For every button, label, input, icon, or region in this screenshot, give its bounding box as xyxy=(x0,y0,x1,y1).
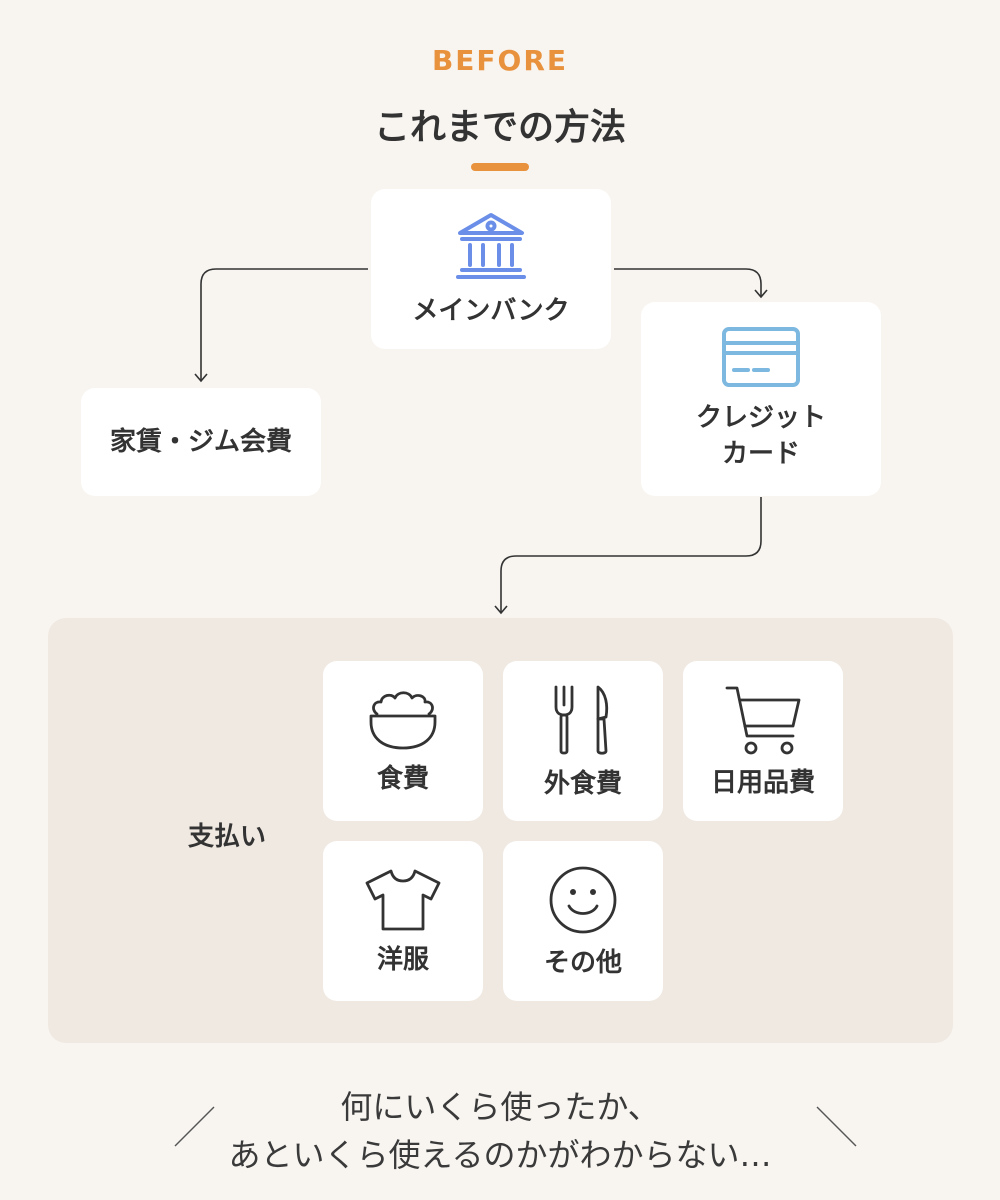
rice-bowl-icon xyxy=(369,691,437,750)
payments-label: 支払い xyxy=(188,822,267,852)
payment-item-label: 食費 xyxy=(376,764,429,794)
footer-line-2: あといくら使えるのかがわからない… xyxy=(228,1136,772,1174)
credit-card-label-line1: クレジット xyxy=(695,403,826,433)
payment-item-dining-out: 外食費 xyxy=(503,661,663,821)
connector-bank-to-credit xyxy=(614,268,762,296)
connector-bank-to-rent xyxy=(200,268,368,380)
credit-card-icon xyxy=(722,327,800,387)
title-underline xyxy=(471,163,529,171)
rent-gym-node: 家賃・ジム会費 xyxy=(81,388,321,496)
main-bank-label: メインバンク xyxy=(412,296,570,326)
t-shirt-icon xyxy=(365,869,441,931)
payment-item-clothes: 洋服 xyxy=(323,841,483,1001)
payment-item-label: その他 xyxy=(543,948,622,978)
credit-card-label-line2: カード xyxy=(721,439,800,469)
payment-item-label: 外食費 xyxy=(543,769,622,799)
shopping-cart-icon xyxy=(725,686,801,755)
payment-item-label: 日用品費 xyxy=(710,768,815,798)
decor-slash-left xyxy=(174,1106,215,1147)
fork-knife-icon xyxy=(554,685,609,755)
main-bank-node: メインバンク xyxy=(371,189,611,349)
page-title: これまでの方法 xyxy=(373,107,626,148)
arrowhead-payments xyxy=(494,605,508,615)
before-label: BEFORE xyxy=(431,44,569,77)
credit-card-node: クレジット カード xyxy=(641,302,881,496)
bank-icon xyxy=(456,213,526,279)
footer-line-1: 何にいくら使ったか、 xyxy=(340,1088,660,1126)
payment-item-daily-goods: 日用品費 xyxy=(683,661,843,821)
arrowhead-rent xyxy=(194,373,208,383)
payment-item-label: 洋服 xyxy=(376,945,429,975)
payment-item-other: その他 xyxy=(503,841,663,1001)
rent-gym-label: 家賃・ジム会費 xyxy=(109,427,292,457)
smiley-icon xyxy=(549,866,617,934)
payment-item-food: 食費 xyxy=(323,661,483,821)
decor-slash-right xyxy=(816,1106,857,1147)
footer-message: 何にいくら使ったか、 あといくら使えるのかがわからない… xyxy=(0,1083,1000,1179)
connector-credit-to-payments xyxy=(500,497,762,612)
arrowhead-credit xyxy=(754,289,768,299)
